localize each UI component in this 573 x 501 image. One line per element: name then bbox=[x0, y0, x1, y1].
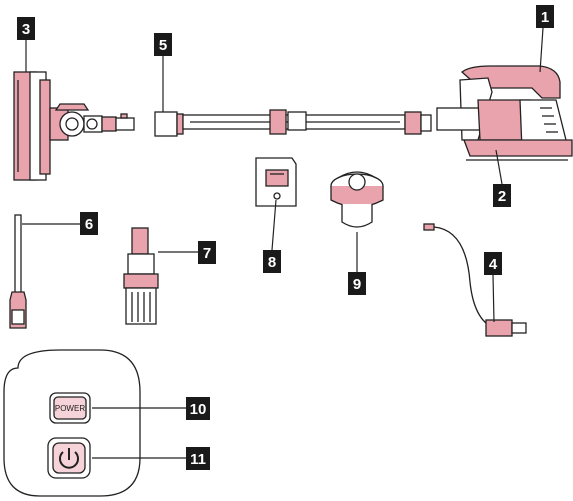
svg-text:2: 2 bbox=[498, 188, 506, 205]
main-body bbox=[437, 66, 572, 160]
svg-text:7: 7 bbox=[203, 245, 211, 262]
label-1: 1 bbox=[536, 5, 554, 28]
svg-text:1: 1 bbox=[541, 9, 549, 26]
power-on-button[interactable] bbox=[48, 438, 90, 478]
wall-mount-bracket bbox=[256, 158, 296, 206]
svg-text:9: 9 bbox=[353, 276, 361, 293]
floor-brush-head bbox=[14, 72, 134, 180]
svg-text:5: 5 bbox=[159, 37, 167, 54]
label-6: 6 bbox=[80, 212, 98, 235]
label-2: 2 bbox=[493, 184, 511, 207]
svg-text:4: 4 bbox=[489, 256, 498, 273]
crevice-tool bbox=[10, 215, 26, 328]
label-4: 4 bbox=[484, 252, 502, 275]
svg-text:8: 8 bbox=[268, 254, 276, 271]
charger-cable bbox=[424, 224, 526, 336]
dust-cup-filter bbox=[331, 172, 383, 227]
svg-text:11: 11 bbox=[190, 451, 206, 468]
brush-tool bbox=[124, 228, 158, 324]
label-7: 7 bbox=[198, 241, 216, 264]
svg-text:10: 10 bbox=[190, 401, 207, 418]
extension-tube bbox=[155, 110, 431, 136]
label-9: 9 bbox=[348, 272, 366, 295]
label-3: 3 bbox=[17, 17, 35, 40]
label-5: 5 bbox=[154, 33, 172, 56]
power-button[interactable]: POWER bbox=[50, 393, 90, 423]
label-8: 8 bbox=[263, 250, 281, 273]
label-10: 10 bbox=[186, 397, 210, 420]
power-button-text: POWER bbox=[55, 404, 85, 413]
label-11: 11 bbox=[186, 447, 210, 470]
svg-text:3: 3 bbox=[22, 21, 30, 38]
svg-text:6: 6 bbox=[85, 216, 93, 233]
